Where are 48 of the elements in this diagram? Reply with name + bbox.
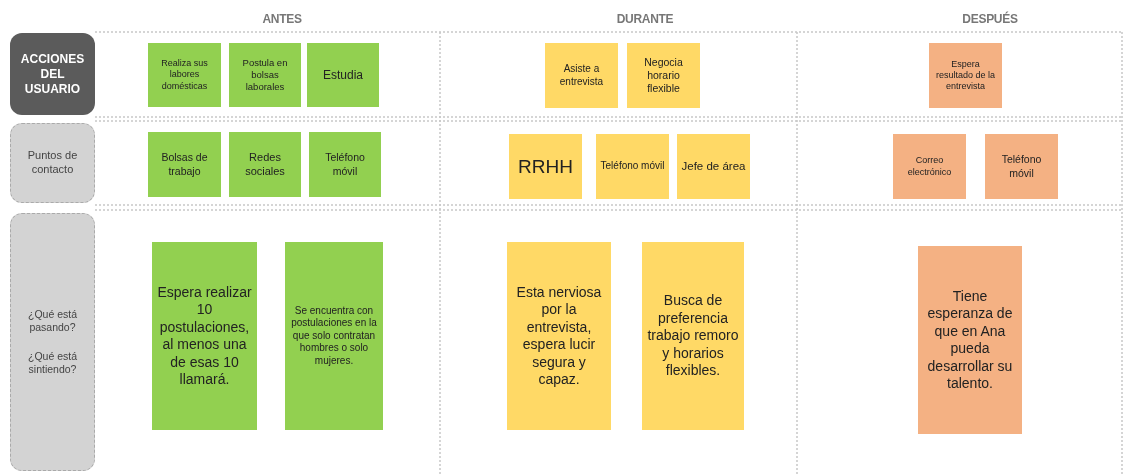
column-heading: DESPUÉS	[962, 10, 1018, 28]
sticky-note	[918, 246, 1022, 434]
note-text: Realiza sus labores domésticas	[160, 58, 209, 92]
row-title: ¿Qué está pasando?	[27, 307, 78, 334]
note-text: Esta nerviosa por la entrevista, espera lucir segura y capaz.	[515, 283, 603, 389]
row-header	[10, 33, 95, 115]
sticky-note	[545, 43, 618, 108]
note-text: Postula en bolsas laborales	[241, 57, 289, 93]
row-title: ¿Qué está sintiendo?	[27, 350, 78, 377]
note-text: Redes sociales	[244, 150, 286, 179]
sticky-note	[509, 134, 582, 199]
row-header	[10, 213, 95, 471]
note-text: Se encuentra con postulaciones en la que solo contratan hombres o solo mujeres.	[290, 304, 378, 368]
sticky-note	[929, 43, 1002, 108]
note-text: Negocia horario flexible	[643, 55, 684, 96]
note-text: Jefe de área	[681, 159, 746, 174]
note-text: Busca de preferencia trabajo remoro y horarios flexibles.	[646, 292, 740, 380]
note-text: Tiene esperanza de que en Ana pueda desarrollar su talento.	[926, 287, 1014, 393]
note-text: Bolsas de trabajo	[160, 151, 209, 178]
sticky-note	[148, 43, 221, 107]
sticky-note	[229, 43, 301, 107]
sticky-note	[285, 242, 383, 430]
note-text: Estudia	[323, 67, 363, 83]
row-title: Puntos de contacto	[26, 149, 79, 177]
sticky-note	[893, 134, 966, 199]
sticky-note	[307, 43, 379, 107]
sticky-note	[152, 242, 257, 430]
note-text: Asiste a entrevista	[558, 63, 605, 88]
sticky-note	[627, 43, 700, 108]
note-text: Teléfono móvil	[324, 151, 366, 178]
sticky-note	[596, 134, 669, 199]
note-text: Espera realizar 10 postulaciones, al menos una de esas 10 llamará.	[156, 283, 253, 389]
column-heading: DURANTE	[616, 11, 674, 28]
row-title: ACCIONES DEL USUARIO	[19, 51, 86, 97]
note-text: Espera resultado de la entrevista	[934, 58, 996, 93]
note-text: RRHH	[518, 154, 573, 179]
sticky-note	[309, 132, 381, 197]
sticky-note	[507, 242, 611, 430]
sticky-note	[985, 134, 1058, 199]
sticky-note	[677, 134, 750, 199]
note-text: Correo electrónico	[906, 155, 953, 178]
note-text: Teléfono móvil	[1000, 153, 1043, 180]
sticky-note	[148, 132, 221, 197]
column-heading: ANTES	[262, 11, 302, 28]
row-header	[10, 123, 95, 203]
sticky-note	[642, 242, 744, 430]
note-text: Teléfono móvil	[600, 160, 665, 173]
sticky-note	[229, 132, 301, 197]
